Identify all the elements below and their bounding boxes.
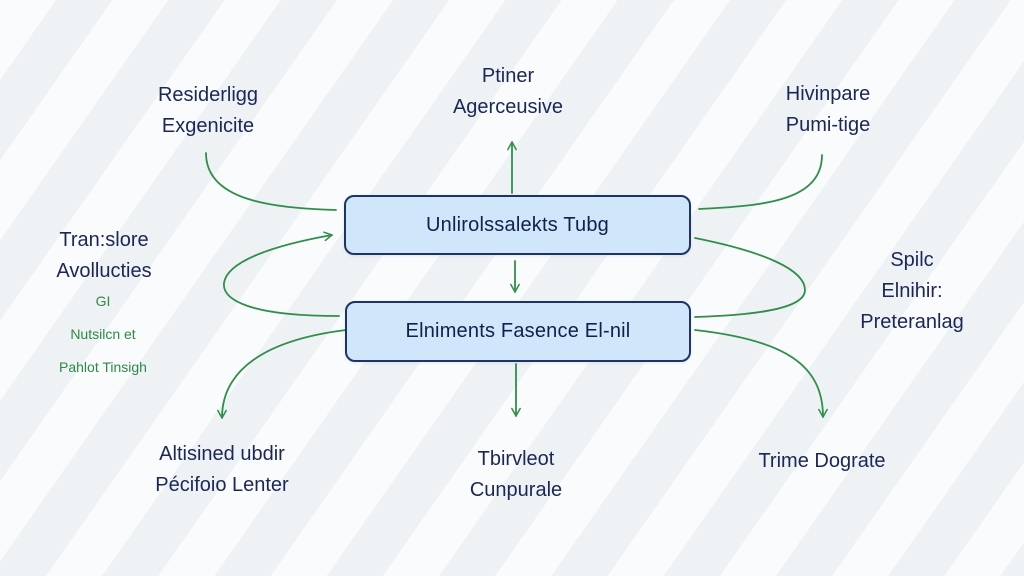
label-mid-left: Tran:slore Avollucties	[56, 225, 151, 287]
label-line: Tbirvleot	[477, 448, 555, 470]
label-line: Ptiner	[481, 65, 535, 87]
arrow-left-loop	[223, 231, 340, 317]
label-line: GI	[95, 293, 111, 309]
label-line: Hivinpare	[785, 83, 871, 105]
label-bottom-left: Altisined ubdir Pécifoio Lenter	[155, 439, 288, 501]
label-line: Agerceusive	[452, 96, 564, 118]
label-line: Tran:slore	[59, 229, 149, 251]
label-mid-right: Spilc Elnihir: Preteranlag	[860, 245, 963, 338]
label-line: Elnihir:	[881, 280, 943, 302]
diagram-node-top: Unlirolssalekts Tubg	[344, 195, 691, 255]
label-line: Cunpurale	[469, 479, 563, 501]
arrow-bottom-left	[217, 329, 347, 419]
arrow-bottom-right	[694, 329, 828, 418]
diagram-node-bottom: Elniments Fasence El-nil	[345, 301, 691, 362]
arrow-top-left	[205, 152, 337, 211]
label-top-left: Residerligg Exgenicite	[158, 80, 258, 142]
arrow-top-right	[698, 154, 823, 210]
label-line: Residerligg	[157, 84, 259, 106]
label-top-center: Ptiner Agerceusive	[453, 61, 563, 123]
label-bottom-center: Tbirvleot Cunpurale	[470, 444, 562, 506]
label-line: Nutsilcn et	[70, 326, 136, 342]
arrow-right-loop	[694, 237, 806, 318]
label-mid-left-annotation: GI Nutsilcn et Pahlot Tinsigh	[59, 285, 147, 384]
label-line: Pécifoio Lenter	[155, 474, 289, 496]
label-line: Altisined ubdir	[159, 443, 285, 465]
label-line: Preteranlag	[860, 311, 964, 333]
label-line: Exgenicite	[161, 115, 255, 137]
label-line: Pumi-tige	[785, 114, 871, 136]
label-line: Pahlot Tinsigh	[59, 359, 147, 375]
label-line: Avollucties	[56, 260, 152, 282]
label-line: Spilc	[890, 249, 934, 271]
label-top-right: Hivinpare Pumi-tige	[786, 79, 870, 141]
label-bottom-right: Trime Dograte	[758, 446, 885, 477]
label-line: Trime Dograte	[758, 450, 886, 472]
